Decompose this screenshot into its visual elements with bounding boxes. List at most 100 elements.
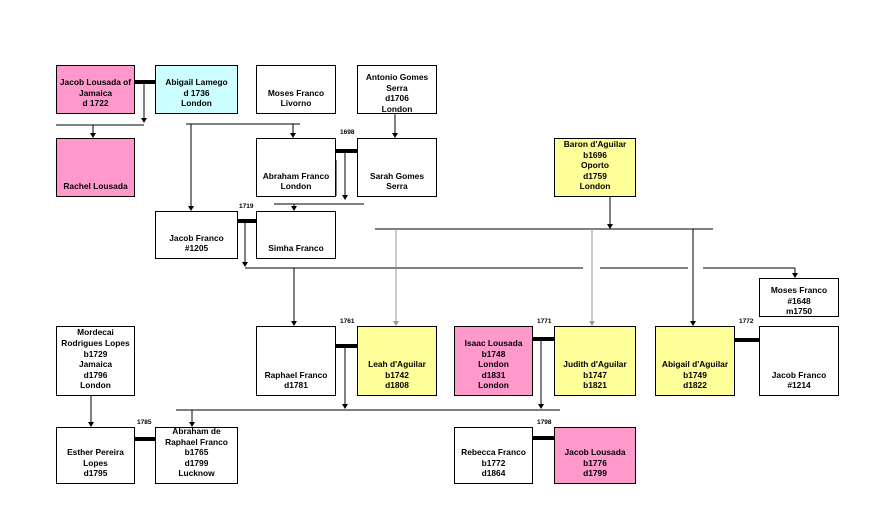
person-text-line: Jamaica [78, 359, 113, 370]
arrowhead [607, 224, 613, 229]
person-text-line: Serra [386, 181, 408, 192]
person-text-line: d1799 [184, 457, 209, 468]
person-text-line: Livorno [280, 98, 312, 109]
person-text-line: b1765 [184, 447, 209, 458]
person-text-line: Raphael Franco [264, 369, 328, 380]
person-text-line: d1781 [284, 380, 308, 391]
person-text-line: Jamaica [78, 87, 113, 98]
person-text-line: Abraham de [172, 426, 221, 437]
arrowhead [392, 133, 398, 138]
arrowhead [291, 321, 297, 326]
person-text-line: Lopes [83, 457, 108, 468]
marriage-year-label: 1698 [340, 129, 355, 136]
arrowhead [242, 262, 248, 267]
person-text-line: b1772 [481, 457, 506, 468]
person-text-line: d1706 [385, 93, 409, 104]
person-text-line: London [80, 380, 111, 391]
person-text-line: b1729 [83, 348, 108, 359]
person-text-line: b1821 [583, 380, 607, 391]
person-text-line: Rachel Lousada [63, 181, 128, 192]
person-text-line: Abraham Franco [262, 170, 330, 181]
arrowhead [189, 422, 195, 427]
person-text-line: Oporto [581, 160, 609, 171]
person-text-line: Serra [386, 82, 408, 93]
person-text-line: London [478, 380, 509, 391]
person-text-line: Sarah Gomes [370, 170, 424, 181]
arrowhead [188, 206, 194, 211]
person-simha-franco[interactable]: Simha Franco [256, 211, 336, 259]
person-jacob-franco-1214[interactable]: Jacob Franco#1214 [759, 326, 839, 396]
person-text-line: Jacob Franco [771, 369, 827, 380]
person-text-line: Isaac Lousada [464, 338, 523, 349]
person-text-line: Judith d'Aguilar [563, 359, 627, 370]
arrowhead [393, 321, 399, 326]
person-text-line: Rodrigues Lopes [61, 338, 130, 349]
person-text-line: Jacob Lousada [564, 447, 626, 458]
arrowhead [342, 404, 348, 409]
person-text-line: Rebecca Franco [461, 447, 526, 458]
person-text-line: Lucknow [178, 468, 215, 479]
marriage-year-label: 1761 [340, 318, 355, 325]
arrowhead [291, 206, 297, 211]
person-text-line: London [181, 98, 212, 109]
person-jacob-franco-1205[interactable]: Jacob Franco#1205 [155, 211, 238, 259]
person-text-line: Leah d'Aguilar [368, 359, 426, 370]
marriage-year-label: 1785 [137, 419, 152, 426]
arrowhead [589, 321, 595, 326]
person-text-line: b1776 [583, 457, 607, 468]
arrowhead [538, 404, 544, 409]
person-text-line: Jacob Lousada of [59, 77, 132, 88]
person-text-line: London [579, 181, 611, 192]
person-text-line: b1696 [583, 149, 607, 160]
person-text-line: London [381, 103, 413, 114]
arrowhead [690, 321, 696, 326]
person-text-line: Abigail d'Aguilar [661, 359, 729, 370]
person-text-line: #1205 [184, 243, 209, 254]
person-rachel-lousada[interactable]: Rachel Lousada [56, 138, 135, 197]
person-text-line: Abigail Lamego [165, 77, 228, 88]
person-text-line: d1808 [385, 380, 409, 391]
person-text-line: Jacob Franco [169, 232, 224, 243]
person-text-line: Moses Franco [267, 87, 325, 98]
person-text-line: Baron d'Aguilar [563, 139, 627, 150]
marriage-year-label: 1772 [739, 318, 754, 325]
marriage-year-label: 1771 [537, 318, 552, 325]
person-text-line: Raphael Franco [165, 436, 228, 447]
arrowhead [88, 422, 94, 427]
person-text-line: London [280, 181, 312, 192]
person-text-line: Simha Franco [268, 243, 324, 254]
arrowhead [342, 195, 348, 200]
marriage-year-label: 1798 [537, 419, 552, 426]
person-text-line: d1822 [683, 380, 707, 391]
person-text-line: d1864 [481, 468, 506, 479]
person-text-line: d1831 [481, 369, 506, 380]
person-text-line: Moses Franco [770, 285, 828, 295]
person-text-line: b1742 [385, 369, 409, 380]
marriage-year-label: 1719 [239, 203, 254, 210]
arrowhead [290, 133, 296, 138]
person-text-line: #1648 [787, 295, 811, 306]
arrowhead [792, 273, 798, 278]
person-text-line: b1748 [481, 348, 506, 359]
arrowhead [90, 133, 96, 138]
person-text-line: London [478, 359, 509, 370]
